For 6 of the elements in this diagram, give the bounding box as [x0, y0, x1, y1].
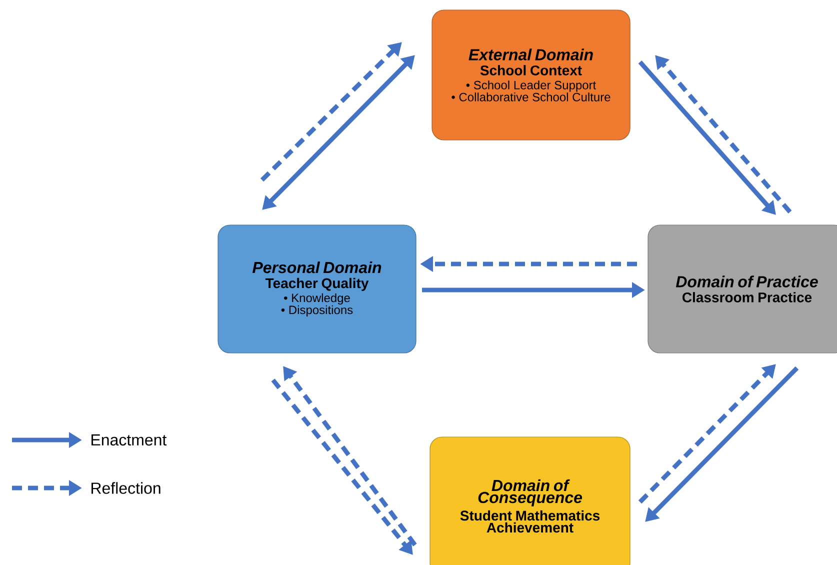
- legend-label: Reflection: [92, 482, 160, 494]
- domain-box: Domain of Consequence Student Mathematics Achievement: [430, 436, 630, 565]
- domain-box: Domain of Practice Classroom Practice: [648, 224, 837, 354]
- domain-box: Personal Domain Teacher Quality • Knowledge • Dispositions: [218, 224, 416, 354]
- legend-label: Enactment: [92, 434, 167, 446]
- domain-box: External Domain School Context • School Leader Support • Collaborative School Culture: [432, 10, 630, 140]
